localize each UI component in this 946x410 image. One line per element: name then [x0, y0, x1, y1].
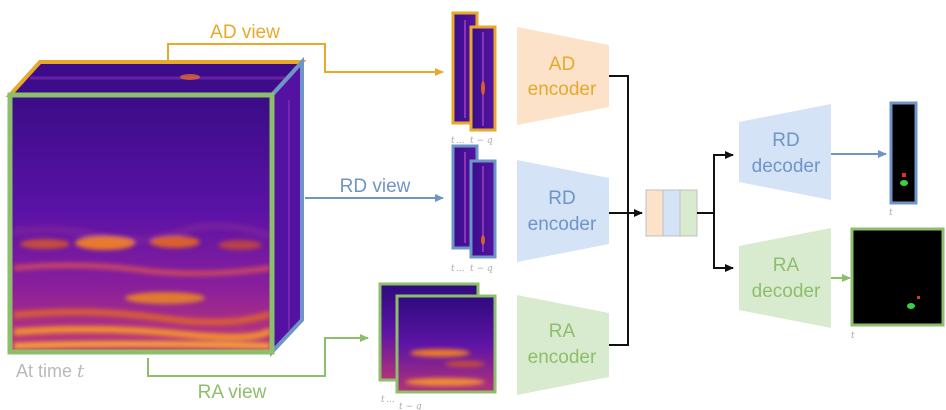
ra-band-1 — [410, 349, 470, 357]
rd-decoder-shape — [739, 104, 831, 200]
ad-frame-dots: ... — [456, 136, 465, 146]
rd-frame-highlight — [481, 235, 485, 245]
rd-output-mask — [889, 101, 918, 205]
band-5 — [13, 308, 272, 326]
cube-side-face-rd — [270, 56, 304, 358]
ra-frame-stack: t ... t − q — [378, 282, 497, 410]
ra-encoder-shape — [517, 295, 609, 395]
cube-front-border — [7, 92, 275, 355]
ad-view-label: AD view — [210, 22, 280, 43]
ra-encoder: RA encoder — [517, 295, 609, 395]
ra-frame-t: t — [381, 395, 385, 405]
ra-frame-front — [395, 294, 497, 394]
ad-encoder-line1: AD — [549, 54, 575, 75]
rd-encoder-shape — [517, 160, 609, 262]
ra-view-line — [147, 334, 369, 377]
rd-segmentation-output: t — [889, 101, 918, 218]
ad-view-connector — [167, 43, 444, 76]
rd-frame-t: t — [451, 264, 455, 274]
rd-decoder-line2: decoder — [752, 156, 821, 177]
ra-band-2 — [445, 361, 485, 367]
rd-encoder-line2: encoder — [528, 214, 597, 235]
ra-view-label: RA view — [198, 382, 267, 403]
latent-rd-slice — [662, 189, 681, 237]
rd-output-t: t — [889, 208, 893, 218]
band-2d — [218, 240, 262, 250]
radar-data-cube — [5, 56, 307, 358]
ad-frame-stack: t ... t − q — [451, 11, 497, 146]
latent-ra-slice — [679, 189, 698, 237]
rd-decoder: RD decoder — [739, 104, 831, 200]
time-caption: At time t — [16, 361, 85, 382]
band-4 — [125, 292, 205, 304]
to-rd-decoder — [713, 151, 734, 213]
ra-encoder-line1: RA — [549, 321, 576, 342]
ad-frame-tq: t − q — [470, 136, 493, 146]
ra-output-t: t — [851, 331, 855, 341]
band-2c — [20, 239, 70, 249]
rd-encoder-line1: RD — [548, 188, 575, 209]
ad-frame-t: t — [451, 136, 455, 146]
rd-frame-tq: t − q — [470, 264, 493, 274]
latent-ad-slice — [645, 189, 664, 237]
band-3 — [13, 262, 271, 277]
ra-decoder-line2: decoder — [752, 281, 821, 302]
decoder-split-lines — [697, 151, 734, 272]
ra-view-connector — [147, 334, 369, 377]
to-ra-decoder — [713, 213, 734, 272]
ra-decoder: RA decoder — [739, 228, 831, 328]
ra-band-3 — [405, 378, 485, 386]
cube-top-highlight — [180, 74, 200, 80]
ad-encoder: AD encoder — [517, 27, 609, 125]
ra-output-green-blob — [907, 303, 915, 309]
rd-frame-dots: ... — [456, 264, 465, 274]
band-2a — [75, 236, 135, 250]
ad-encoder-shape — [517, 27, 609, 125]
ra-segmentation-output: t — [850, 227, 945, 341]
ra-decoder-line1: RA — [773, 255, 800, 276]
ra-output-mask — [850, 227, 945, 327]
band-1 — [13, 221, 272, 245]
rd-view-label: RD view — [340, 176, 411, 197]
rd-decoder-line1: RD — [772, 130, 799, 151]
ra-frame-bands — [405, 349, 485, 386]
rd-output-red-blob — [902, 173, 906, 177]
band-6 — [13, 325, 273, 341]
ra-frame-dots: ... — [386, 395, 395, 405]
band-7 — [13, 341, 271, 349]
ra-frame-tq: t − q — [399, 402, 422, 410]
ra-to-latent — [609, 213, 629, 346]
ad-encoder-line2: encoder — [528, 79, 597, 100]
ad-frame-highlight — [481, 81, 485, 95]
ad-view-line — [167, 43, 444, 76]
band-2b — [150, 236, 200, 248]
latent-feature-block — [645, 189, 698, 237]
encoder-merge-lines — [609, 75, 643, 346]
rd-output-green-blob — [900, 180, 908, 186]
rd-frame-stack: t ... t − q — [451, 144, 497, 274]
rd-encoder: RD encoder — [517, 160, 609, 262]
ad-to-latent — [609, 75, 629, 213]
ra-encoder-line2: encoder — [528, 347, 597, 368]
ra-decoder-shape — [739, 228, 831, 328]
cube-front-bands — [13, 221, 273, 349]
ra-output-red-blob — [917, 296, 920, 299]
